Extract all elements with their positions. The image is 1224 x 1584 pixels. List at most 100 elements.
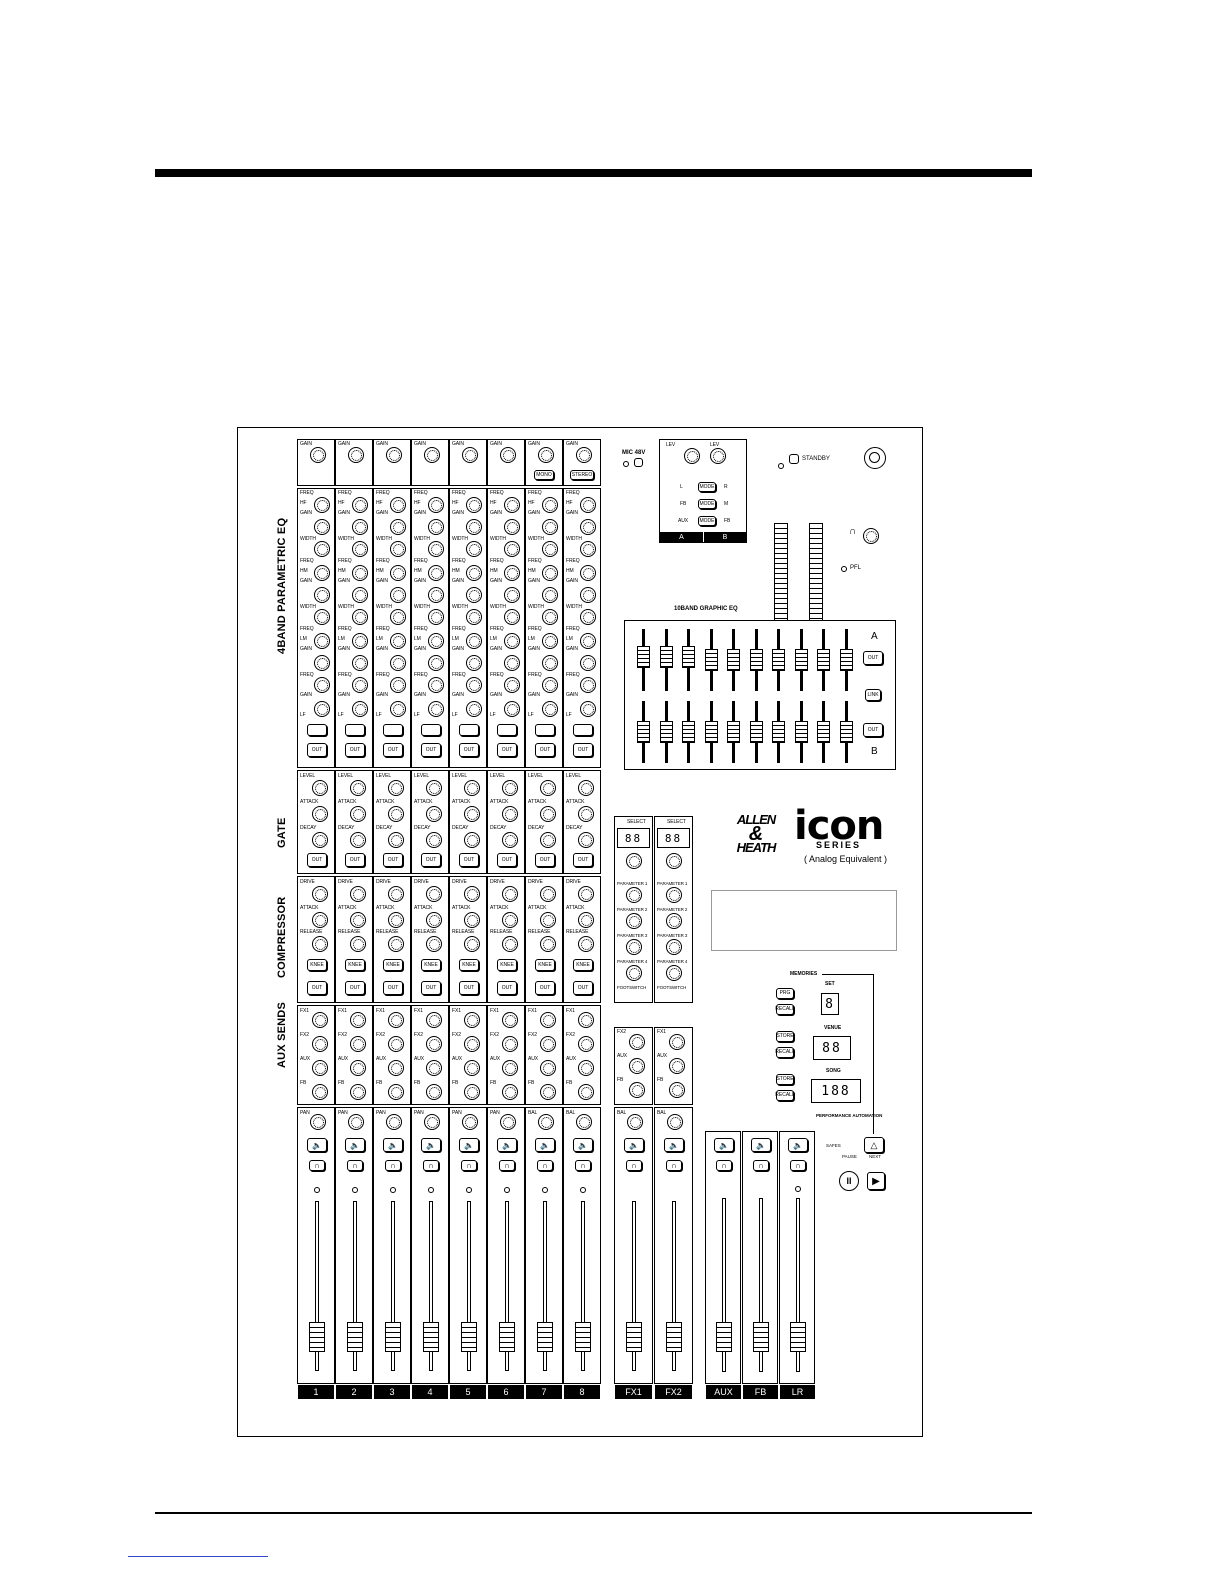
ch4-gate-decay-knob[interactable] bbox=[426, 832, 442, 848]
master-fb-fader[interactable] bbox=[753, 1322, 769, 1352]
geq-b-fader-3[interactable] bbox=[682, 721, 695, 743]
geq-b-fader-7[interactable] bbox=[772, 721, 785, 743]
ch3-eq-knob-6[interactable] bbox=[390, 609, 406, 625]
ch5-comp-out-button[interactable]: OUT bbox=[459, 981, 479, 995]
master-lr-pfl-button[interactable]: ∩ bbox=[790, 1160, 806, 1171]
set-recall-button[interactable]: RECALL bbox=[775, 1004, 795, 1015]
geq-a-fader-8[interactable] bbox=[794, 649, 808, 671]
ch6-aux-knob-2[interactable] bbox=[502, 1036, 518, 1052]
ch2-eq-knob-3[interactable] bbox=[352, 541, 368, 557]
ch8-eq-knob-8[interactable] bbox=[580, 655, 596, 671]
ch8-eq-knob-5[interactable] bbox=[580, 587, 596, 603]
ch4-comp-attack-knob[interactable] bbox=[426, 912, 442, 928]
fx2-aux-knob-2[interactable] bbox=[669, 1058, 685, 1074]
ch5-comp-attack-knob[interactable] bbox=[464, 912, 480, 928]
geq-a-fader-2[interactable] bbox=[659, 645, 673, 668]
ch7-comp-release-knob[interactable] bbox=[540, 936, 556, 952]
ch8-aux-knob-1[interactable] bbox=[578, 1012, 594, 1028]
ch5-eq-knob-2[interactable] bbox=[466, 519, 482, 535]
master-aux-pfl-button[interactable]: ∩ bbox=[716, 1160, 732, 1171]
ch4-comp-knee-button[interactable]: KNEE bbox=[421, 959, 441, 971]
ch7-gate-decay-knob[interactable] bbox=[540, 832, 556, 848]
ch1-comp-knee-button[interactable]: KNEE bbox=[307, 959, 327, 971]
ch1-eq-knob-1[interactable] bbox=[314, 497, 330, 513]
ch2-aux-knob-3[interactable] bbox=[350, 1060, 366, 1076]
ch5-eq-knob-7[interactable] bbox=[466, 633, 482, 649]
ch5-gate-level-knob[interactable] bbox=[464, 780, 480, 796]
ch1-comp-attack-knob[interactable] bbox=[312, 912, 328, 928]
ch6-gain-knob[interactable] bbox=[500, 447, 516, 463]
ch6-eq-knob-10[interactable] bbox=[504, 701, 520, 717]
mic48v-switch[interactable] bbox=[634, 458, 643, 467]
ch2-comp-drive-knob[interactable] bbox=[350, 886, 366, 902]
ch4-comp-out-button[interactable]: OUT bbox=[421, 981, 441, 995]
ch8-pan-knob[interactable] bbox=[576, 1114, 592, 1130]
ch2-eq-knob-9[interactable] bbox=[352, 677, 368, 693]
ch2-eq-knob-1[interactable] bbox=[352, 497, 368, 513]
ch1-eq-knob-5[interactable] bbox=[314, 587, 330, 603]
ch3-eq-knob-4[interactable] bbox=[390, 565, 406, 581]
ch1-eq-out-button[interactable]: OUT bbox=[307, 743, 327, 757]
ch5-gate-out-button[interactable]: OUT bbox=[459, 853, 479, 867]
ch5-eq-knob-9[interactable] bbox=[466, 677, 482, 693]
ch4-fader[interactable] bbox=[423, 1322, 439, 1352]
ch8-comp-attack-knob[interactable] bbox=[578, 912, 594, 928]
ch6-eq-knob-1[interactable] bbox=[504, 497, 520, 513]
master-lr-fader[interactable] bbox=[790, 1322, 806, 1352]
prg-button[interactable]: PRG bbox=[776, 988, 794, 999]
ch1-gate-level-knob[interactable] bbox=[312, 780, 328, 796]
ch4-gate-level-knob[interactable] bbox=[426, 780, 442, 796]
ch5-eq-knob-6[interactable] bbox=[466, 609, 482, 625]
ch7-gate-attack-knob[interactable] bbox=[540, 806, 556, 822]
ch2-gain-knob[interactable] bbox=[348, 447, 364, 463]
fx1-select-knob[interactable] bbox=[626, 853, 642, 869]
ch8-stereo-button[interactable]: STEREO bbox=[570, 470, 594, 480]
ch7-eq-out-button[interactable]: OUT bbox=[535, 743, 555, 757]
ch5-gate-decay-knob[interactable] bbox=[464, 832, 480, 848]
ch3-pan-knob[interactable] bbox=[386, 1114, 402, 1130]
ch4-pan-knob[interactable] bbox=[424, 1114, 440, 1130]
ch1-eq-knob-2[interactable] bbox=[314, 519, 330, 535]
fx1-bal-knob[interactable] bbox=[627, 1114, 643, 1130]
ch7-comp-knee-button[interactable]: KNEE bbox=[535, 959, 555, 971]
ch6-comp-attack-knob[interactable] bbox=[502, 912, 518, 928]
standby-button[interactable] bbox=[789, 454, 799, 464]
ch7-comp-drive-knob[interactable] bbox=[540, 886, 556, 902]
next-button[interactable]: ▶ bbox=[867, 1172, 885, 1190]
ch7-mono-button[interactable]: MONO bbox=[534, 470, 554, 480]
ch8-eq-knob-10[interactable] bbox=[580, 701, 596, 717]
ch6-eq-shelf-button[interactable] bbox=[497, 724, 517, 736]
ch5-fader[interactable] bbox=[461, 1322, 477, 1352]
ch4-eq-knob-1[interactable] bbox=[428, 497, 444, 513]
ch6-eq-knob-3[interactable] bbox=[504, 541, 520, 557]
ch8-eq-knob-4[interactable] bbox=[580, 565, 596, 581]
mode-button-3[interactable]: MODE bbox=[698, 516, 716, 526]
ch6-fader[interactable] bbox=[499, 1322, 515, 1352]
ch2-eq-knob-7[interactable] bbox=[352, 633, 368, 649]
ch1-aux-knob-3[interactable] bbox=[312, 1060, 328, 1076]
ch4-eq-knob-2[interactable] bbox=[428, 519, 444, 535]
ch8-gate-level-knob[interactable] bbox=[578, 780, 594, 796]
ch3-aux-knob-2[interactable] bbox=[388, 1036, 404, 1052]
fx2-param-knob-4[interactable] bbox=[666, 965, 682, 981]
ch4-eq-knob-10[interactable] bbox=[428, 701, 444, 717]
ch4-eq-knob-9[interactable] bbox=[428, 677, 444, 693]
ch1-gain-knob[interactable] bbox=[310, 447, 326, 463]
ch7-gate-out-button[interactable]: OUT bbox=[535, 853, 555, 867]
lev-b-knob[interactable] bbox=[710, 448, 726, 464]
ch8-aux-knob-4[interactable] bbox=[578, 1084, 594, 1100]
ch3-comp-release-knob[interactable] bbox=[388, 936, 404, 952]
fx2-mute-button[interactable]: 🔈 bbox=[664, 1138, 684, 1152]
ch2-aux-knob-1[interactable] bbox=[350, 1012, 366, 1028]
ch2-eq-knob-4[interactable] bbox=[352, 565, 368, 581]
ch7-eq-knob-2[interactable] bbox=[542, 519, 558, 535]
ch6-pan-knob[interactable] bbox=[500, 1114, 516, 1130]
ch7-eq-shelf-button[interactable] bbox=[535, 724, 555, 736]
ch4-comp-release-knob[interactable] bbox=[426, 936, 442, 952]
ch7-aux-knob-2[interactable] bbox=[540, 1036, 556, 1052]
ch4-comp-drive-knob[interactable] bbox=[426, 886, 442, 902]
ch3-eq-knob-2[interactable] bbox=[390, 519, 406, 535]
ch1-pfl-button[interactable]: ∩ bbox=[309, 1160, 325, 1171]
ch8-eq-shelf-button[interactable] bbox=[573, 724, 593, 736]
ch4-eq-knob-6[interactable] bbox=[428, 609, 444, 625]
